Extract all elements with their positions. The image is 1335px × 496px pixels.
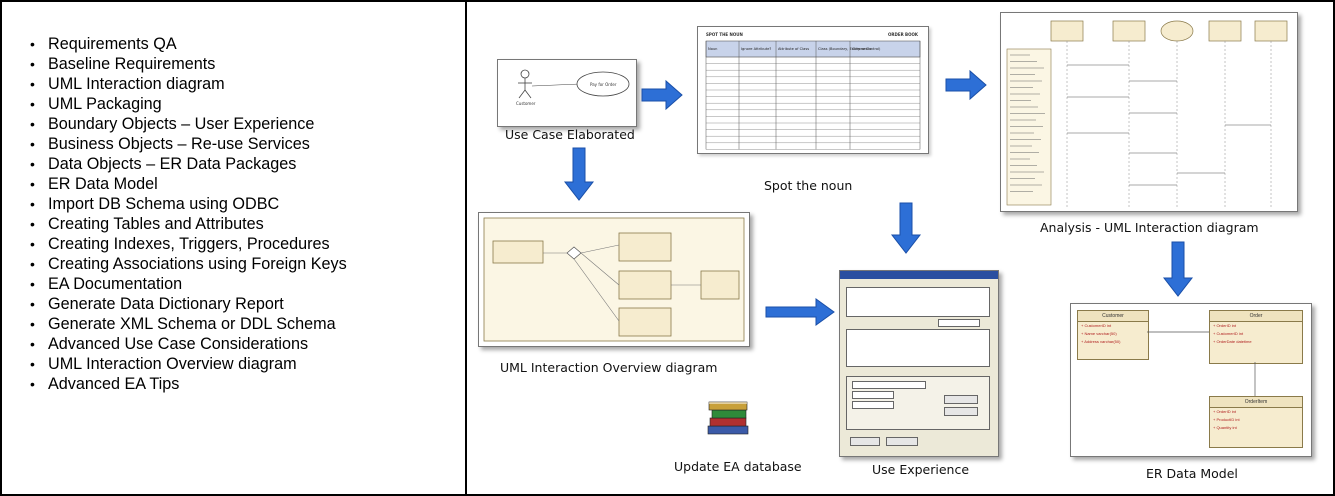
noun-table-header: Attribute of Class	[778, 47, 809, 51]
noun-table-grid: Noun Ignore Attribute? Attribute of Class C…	[705, 40, 921, 150]
noun-table-header: Class (Boundary, Entity or Control)	[818, 47, 881, 51]
use-experience-window	[839, 270, 999, 457]
form-button	[944, 407, 978, 416]
form-field	[852, 401, 894, 409]
form-field	[852, 381, 926, 389]
noun-table-header: Ignore Attribute?	[741, 47, 771, 51]
topic-item: UML Packaging	[28, 94, 458, 114]
form-field	[846, 287, 990, 317]
analysis-sequence-panel	[1000, 12, 1298, 212]
topic-list-panel: Requirements QABaseline RequirementsUML …	[28, 34, 458, 394]
form-field	[852, 391, 894, 399]
er-table-order: Order + OrderID int + CustomerID int + O…	[1209, 310, 1303, 364]
topic-item: Advanced Use Case Considerations	[28, 334, 458, 354]
use-experience-caption: Use Experience	[872, 462, 970, 477]
arrow-down-icon	[563, 147, 595, 201]
topic-list: Requirements QABaseline RequirementsUML …	[28, 34, 458, 394]
topic-item: Boundary Objects – User Experience	[28, 114, 458, 134]
analysis-caption: Analysis - UML Interaction diagram	[1040, 220, 1259, 235]
update-db-caption: Update EA database	[674, 459, 802, 474]
form-button	[850, 437, 880, 446]
arrow-down-icon	[890, 202, 922, 254]
form-button	[886, 437, 918, 446]
form-field	[938, 319, 980, 327]
interaction-overview-figure	[483, 217, 745, 342]
spot-noun-sheet: SPOT THE NOUN ORDER BOOK Noun Ignore Attr…	[697, 26, 929, 154]
er-caption: ER Data Model	[1146, 466, 1238, 481]
topic-item: Generate Data Dictionary Report	[28, 294, 458, 314]
topic-item: Requirements QA	[28, 34, 458, 54]
topic-item: Creating Associations using Foreign Keys	[28, 254, 458, 274]
books-icon	[707, 401, 749, 435]
form-button	[944, 395, 978, 404]
er-model-panel: Customer + CustomerID int + Name varchar…	[1070, 303, 1312, 457]
topic-item: UML Interaction diagram	[28, 74, 458, 94]
topic-item: Import DB Schema using ODBC	[28, 194, 458, 214]
arrow-right-icon	[765, 298, 835, 326]
column-divider	[465, 0, 467, 496]
topic-item: Creating Tables and Attributes	[28, 214, 458, 234]
topic-item: Baseline Requirements	[28, 54, 458, 74]
overview-caption: UML Interaction Overview diagram	[500, 360, 718, 375]
form-field	[846, 329, 990, 367]
noun-sheet-right: ORDER BOOK	[888, 32, 918, 37]
sequence-diagram	[1006, 20, 1288, 207]
topic-item: Advanced EA Tips	[28, 374, 458, 394]
arrow-down-icon	[1162, 241, 1194, 297]
noun-table-header: Noun	[708, 47, 717, 51]
topic-item: Business Objects – Re-use Services	[28, 134, 458, 154]
topic-item: Creating Indexes, Triggers, Procedures	[28, 234, 458, 254]
topic-item: ER Data Model	[28, 174, 458, 194]
topic-item: Generate XML Schema or DDL Schema	[28, 314, 458, 334]
topic-item: EA Documentation	[28, 274, 458, 294]
arrow-right-icon	[945, 69, 987, 101]
topic-item: UML Interaction Overview diagram	[28, 354, 458, 374]
use-case-actor-label: Customer	[516, 101, 536, 106]
use-case-panel: Customer Pay for Order	[497, 59, 637, 127]
interaction-overview-panel	[478, 212, 750, 347]
use-case-figure	[518, 69, 630, 99]
window-titlebar	[840, 271, 998, 279]
topic-item: Data Objects – ER Data Packages	[28, 154, 458, 174]
arrow-right-icon	[641, 79, 683, 111]
noun-table-header: Comments	[852, 47, 872, 51]
noun-sheet-title: SPOT THE NOUN	[706, 32, 743, 37]
use-case-oval-label: Pay for Order	[590, 82, 617, 87]
er-table-customer: Customer + CustomerID int + Name varchar…	[1077, 310, 1149, 360]
spot-noun-caption: Spot the noun	[764, 178, 853, 193]
use-case-caption: Use Case Elaborated	[505, 127, 635, 142]
er-table-orderitem: OrderItem + OrderID int + ProductID int …	[1209, 396, 1303, 448]
